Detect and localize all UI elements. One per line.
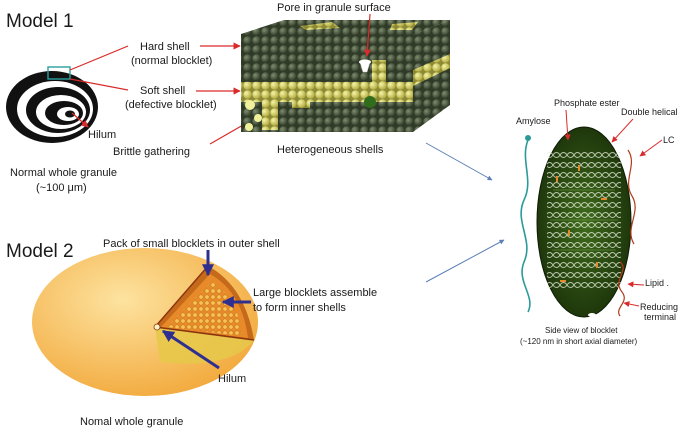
phosphate-label: Phosphate ester	[554, 98, 620, 108]
zoom-box	[47, 66, 71, 80]
large-label-line1: Large blocklets assemble	[253, 287, 377, 299]
amylose-label: Amylose	[516, 116, 551, 126]
pore-arrow	[363, 13, 372, 57]
double-helical-label: Double helical	[621, 107, 678, 117]
lc-chain	[627, 149, 636, 245]
lipid-chain	[618, 261, 625, 317]
blocklet-caption-line2: (~120 nm in short axial diameter)	[520, 337, 638, 346]
connector-model1	[425, 142, 493, 181]
granule-caption-line2: (~100 μm)	[36, 182, 87, 194]
pore-label: Pore in granule surface	[277, 2, 391, 14]
normal-granule-rings	[6, 71, 98, 143]
hard-shell-sub: (normal blocklet)	[131, 55, 212, 67]
hilum2-arrow	[161, 329, 220, 370]
connector-model2	[425, 239, 505, 283]
phosphate-arrow	[564, 109, 571, 141]
hilum-arrow	[71, 112, 89, 128]
blocklet-caption-line1: Side view of blocklet	[545, 326, 618, 335]
brittle-label: Brittle gathering	[113, 146, 190, 158]
amylose-end	[525, 135, 531, 141]
model2-caption: Nomal whole granule	[80, 416, 183, 428]
model1-title: Model 1	[6, 11, 74, 32]
lipid-arrow	[627, 281, 645, 288]
reducing-label-line2: terminal	[644, 312, 676, 322]
model2-granule	[32, 248, 258, 396]
reducing-arrow	[623, 301, 640, 308]
soft-shell-label: Soft shell	[140, 85, 185, 97]
hilum-label-1: Hilum	[88, 129, 116, 141]
soft-shell-sub: (defective blocklet)	[125, 99, 217, 111]
hilum-label-2: Hilum	[218, 373, 246, 385]
lipid-label: Lipid .	[645, 278, 669, 288]
lc-label: LC	[663, 135, 675, 145]
model2-title: Model 2	[6, 241, 74, 262]
zoom-line-bottom	[69, 78, 129, 91]
heterogeneous-shells-block	[241, 20, 450, 132]
granule-caption-line1: Normal whole granule	[10, 167, 117, 179]
hard-shell-label: Hard shell	[140, 41, 190, 53]
pack-label: Pack of small blocklets in outer shell	[103, 238, 280, 250]
amylose-chain	[520, 139, 531, 313]
double-helical-arrow	[611, 118, 634, 143]
blocklet-side-view	[536, 126, 632, 318]
zoom-line-top	[69, 45, 129, 71]
shells-caption: Heterogeneous shells	[277, 144, 384, 156]
lc-arrow	[639, 139, 663, 157]
large-label-line2: to form inner shells	[253, 302, 346, 314]
reducing-label-line1: Reducing	[640, 302, 678, 312]
